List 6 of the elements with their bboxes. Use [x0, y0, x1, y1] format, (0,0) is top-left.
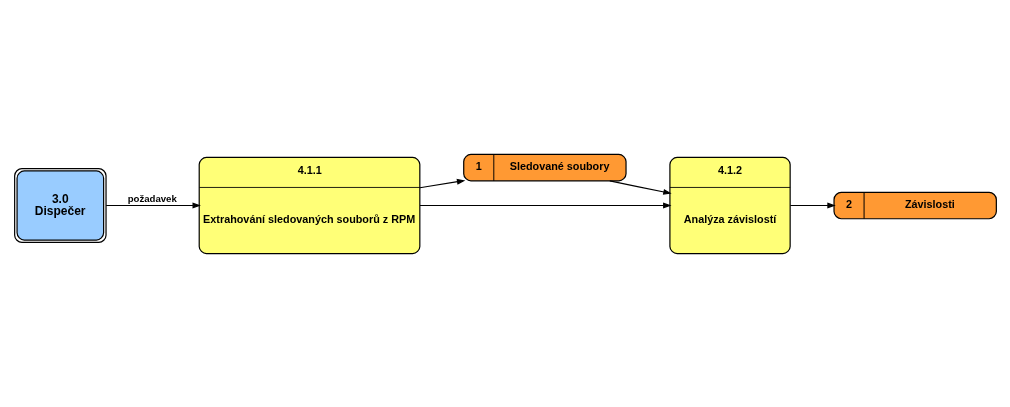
arrow [105, 202, 201, 208]
arrow [789, 202, 836, 208]
arrow [418, 178, 465, 188]
arrow [418, 202, 671, 208]
edge-label: požadavek [127, 192, 177, 204]
arrow [608, 179, 672, 195]
